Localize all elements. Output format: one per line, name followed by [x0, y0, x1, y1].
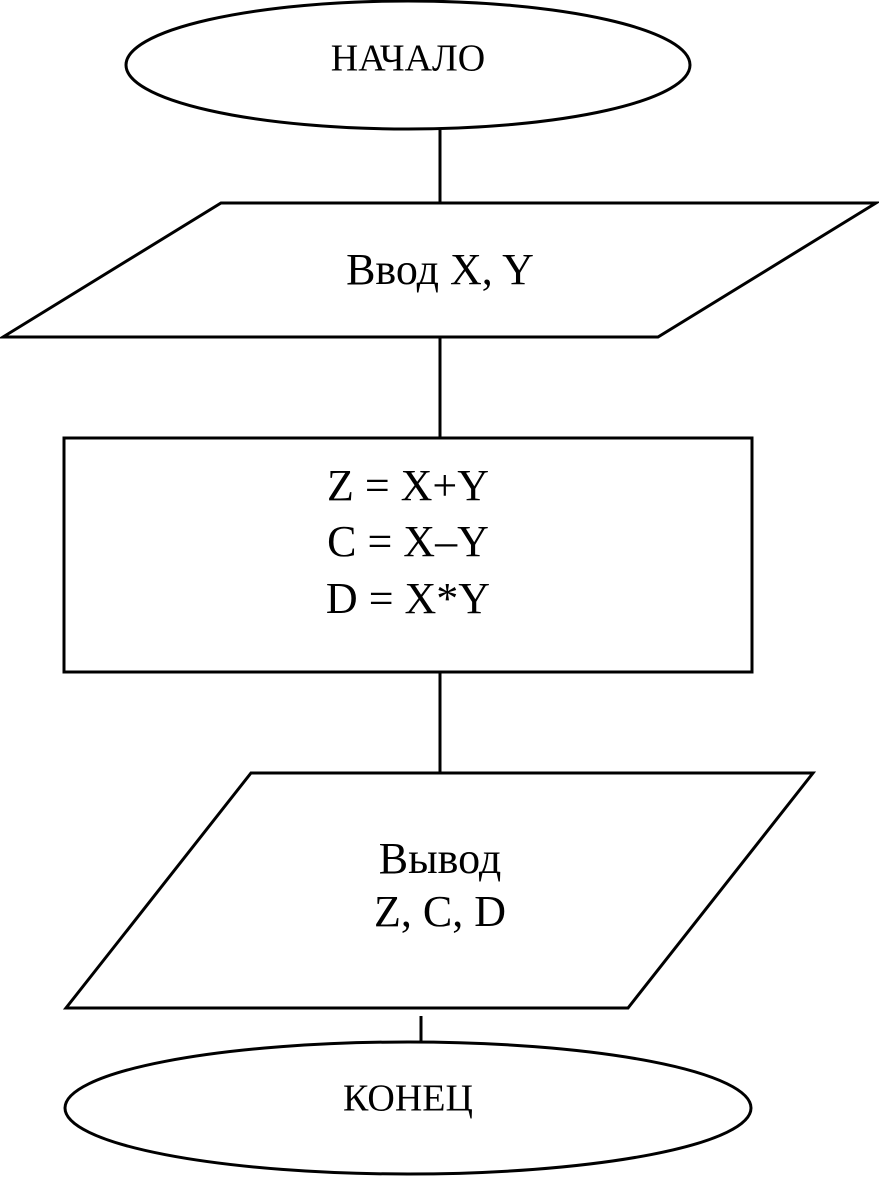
- end-terminator: КОНЕЦ: [63, 1040, 753, 1176]
- output-line-1: Вывод: [379, 834, 502, 883]
- end-label: КОНЕЦ: [343, 1078, 473, 1120]
- process-line-3: D = X*Y: [326, 574, 490, 623]
- start-label: НАЧАЛО: [331, 38, 485, 80]
- start-terminator: НАЧАЛО: [124, 0, 692, 131]
- process-line-2: C = X–Y: [327, 517, 489, 566]
- output-line-2: Z, C, D: [374, 887, 506, 936]
- process-line-1: Z = X+Y: [327, 461, 489, 510]
- input-block: Ввод X, Y: [0, 201, 879, 339]
- process-block: Z = X+Y C = X–Y D = X*Y: [62, 436, 754, 674]
- input-label: Ввод X, Y: [346, 245, 534, 294]
- output-block: Вывод Z, C, D: [62, 771, 817, 1010]
